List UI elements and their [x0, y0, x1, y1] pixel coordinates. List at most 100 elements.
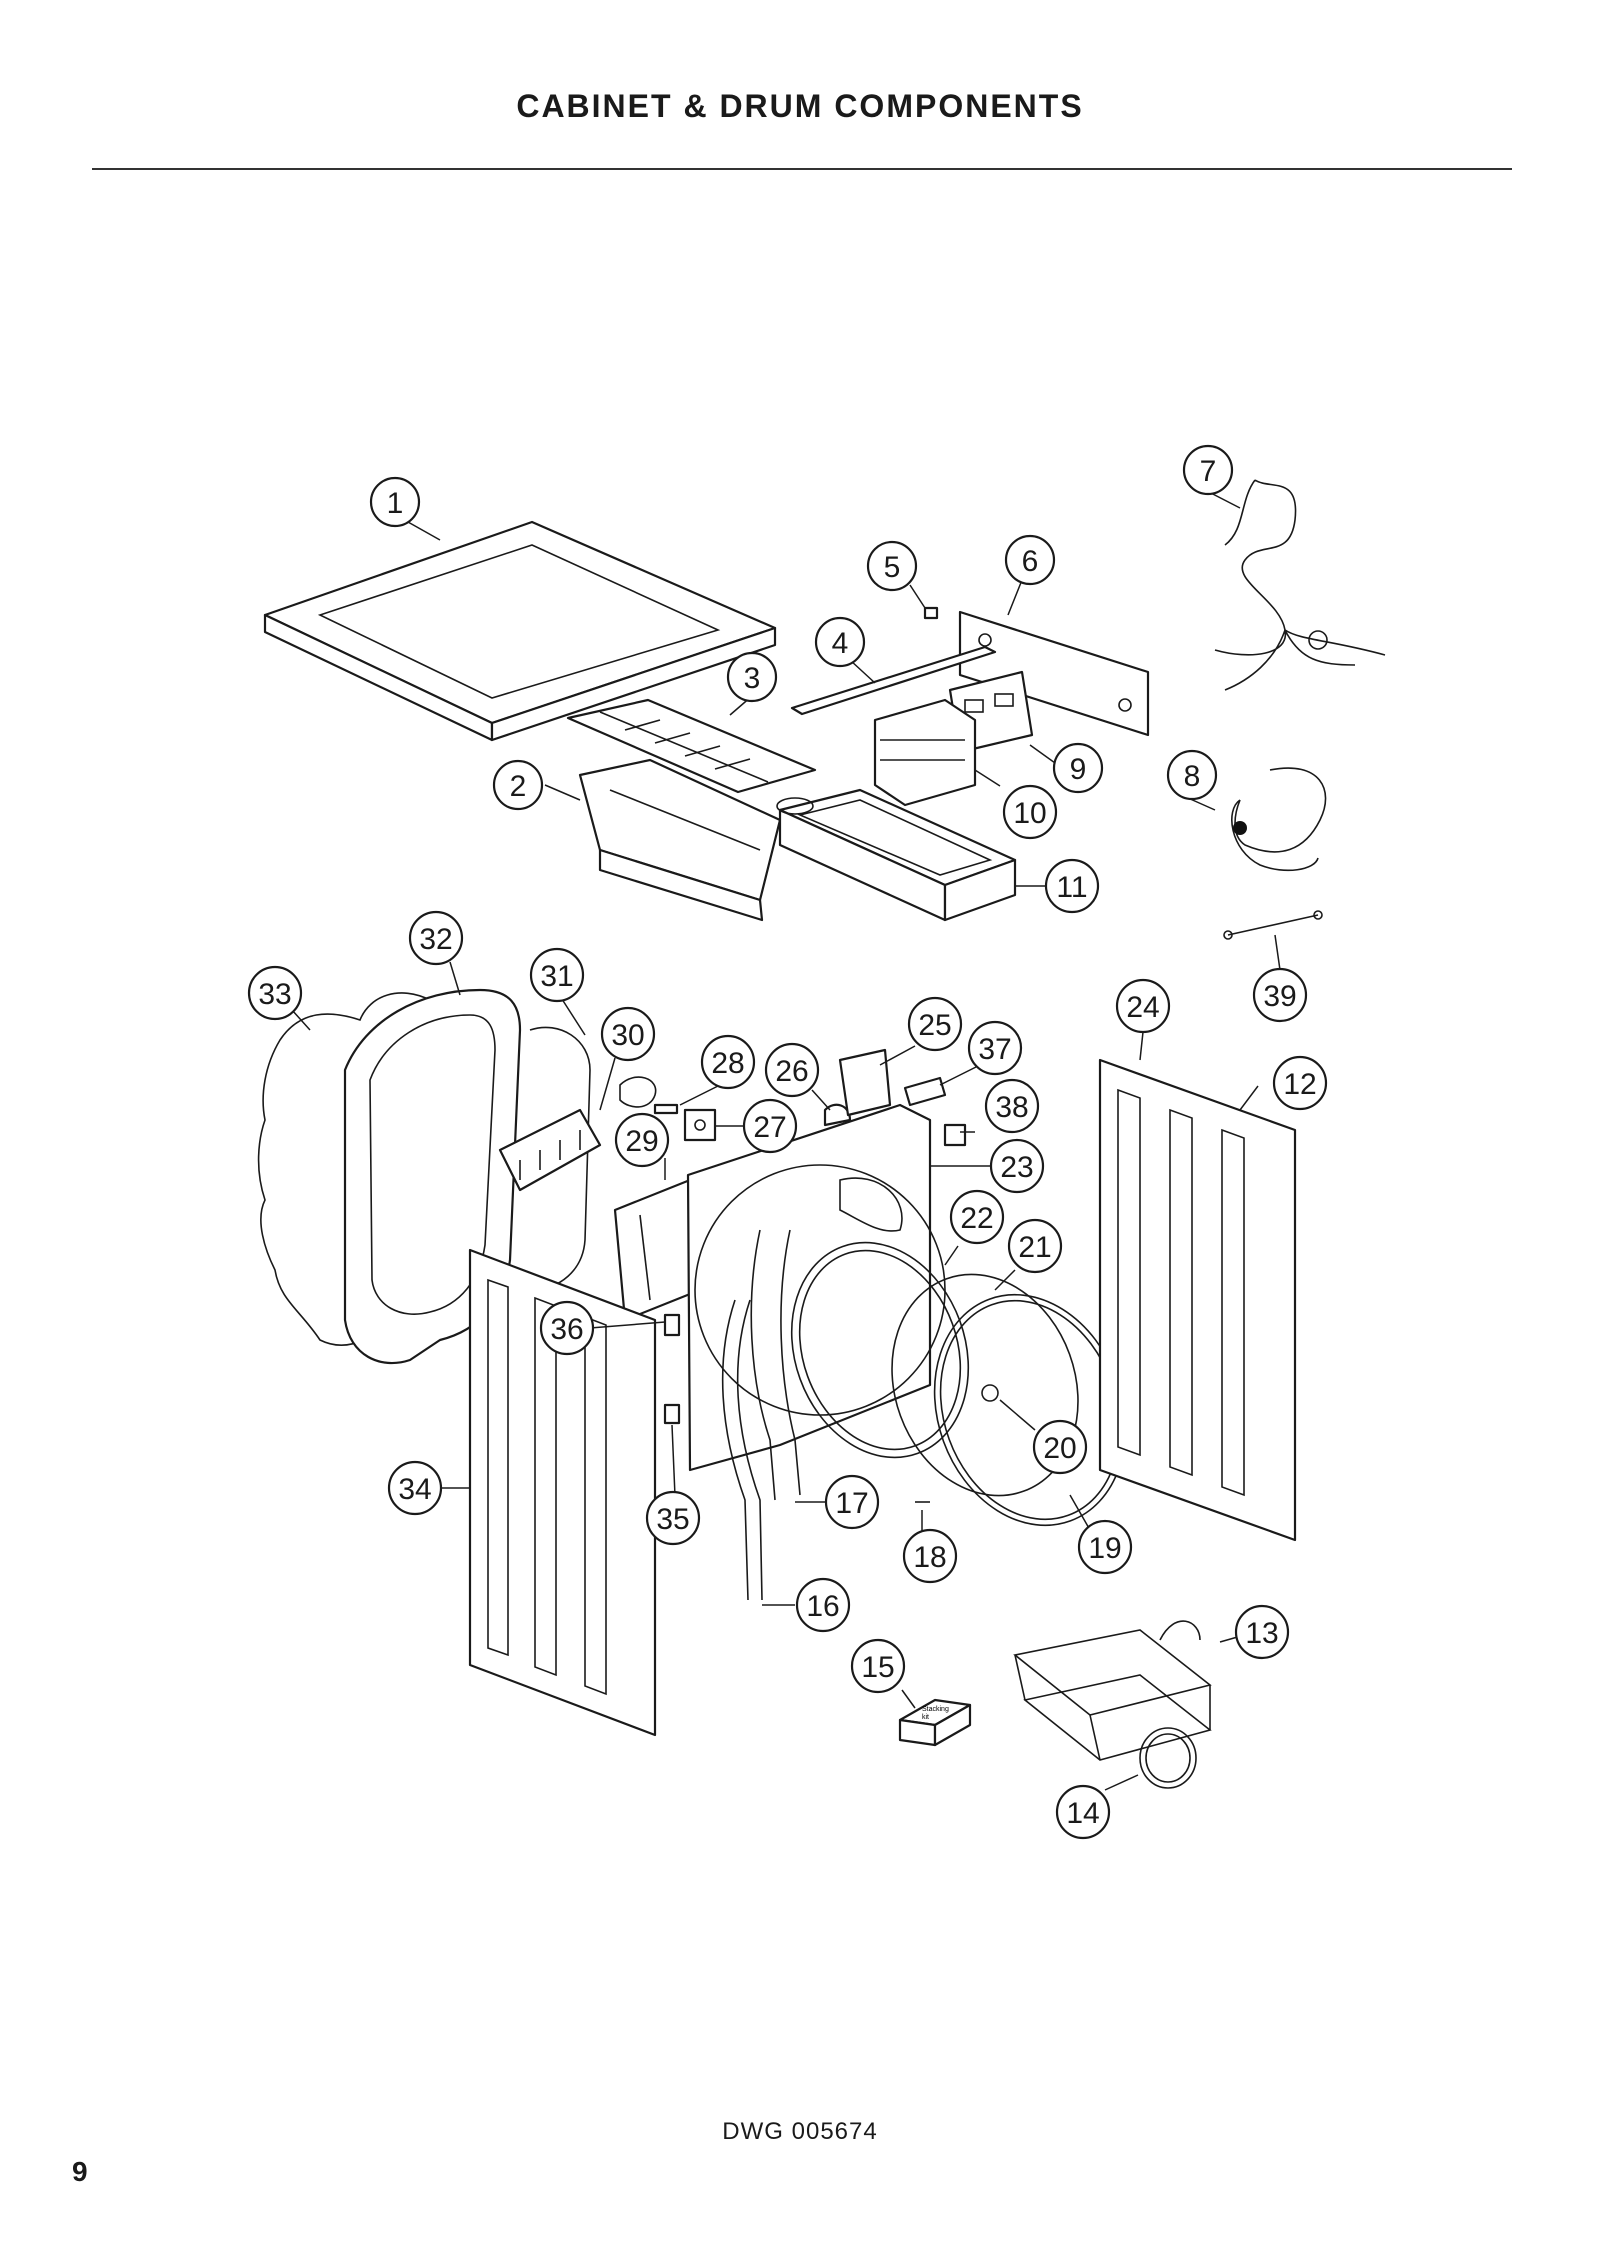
stacking-kit-label-2: kit	[922, 1714, 929, 1721]
callout-6: 6	[1004, 534, 1056, 586]
svg-text:2: 2	[510, 770, 527, 803]
callout-17: 17	[824, 1474, 880, 1530]
callout-36: 36	[539, 1300, 595, 1356]
part-clip	[923, 606, 939, 620]
svg-text:31: 31	[540, 960, 573, 993]
callout-34: 34	[387, 1460, 443, 1516]
part-lower-hinge	[663, 1403, 681, 1425]
callout-3: 3	[726, 651, 778, 703]
page-number: 9	[72, 2156, 88, 2187]
part-base-tray	[578, 758, 782, 922]
callout-15: 15	[850, 1638, 906, 1694]
callout-18: 18	[902, 1528, 958, 1584]
svg-text:28: 28	[711, 1047, 744, 1080]
callout-bubbles: 1 2 3 4 5 6 7 8 9 10 11 12 13 14 15 16 1…	[247, 444, 1328, 1840]
svg-text:14: 14	[1066, 1797, 1099, 1830]
callout-13: 13	[1234, 1604, 1290, 1660]
svg-text:27: 27	[753, 1111, 786, 1144]
callout-33: 33	[247, 965, 303, 1021]
callout-26: 26	[764, 1042, 820, 1098]
svg-text:19: 19	[1088, 1532, 1121, 1565]
svg-text:4: 4	[832, 627, 849, 660]
part-latch	[823, 1103, 852, 1127]
svg-text:26: 26	[775, 1055, 808, 1088]
callout-12: 12	[1272, 1055, 1328, 1111]
callout-37: 37	[967, 1020, 1023, 1076]
callout-30: 30	[600, 1006, 656, 1062]
part-rack-coil	[1139, 1727, 1197, 1789]
svg-text:38: 38	[995, 1091, 1028, 1124]
part-sensor-cable	[1231, 767, 1327, 872]
svg-text:22: 22	[960, 1202, 993, 1235]
svg-text:21: 21	[1018, 1231, 1051, 1264]
part-bearing	[981, 1384, 999, 1402]
part-side-panel-left	[468, 1248, 657, 1737]
part-top-panel	[263, 520, 777, 742]
svg-text:11: 11	[1056, 871, 1087, 904]
callout-28: 28	[700, 1034, 756, 1090]
drawing-number: DWG 005674	[722, 2118, 878, 2145]
svg-text:16: 16	[806, 1590, 839, 1623]
svg-text:36: 36	[550, 1313, 583, 1346]
callout-5: 5	[866, 540, 918, 592]
svg-text:7: 7	[1200, 455, 1217, 488]
callout-7: 7	[1182, 444, 1234, 496]
svg-text:25: 25	[918, 1009, 951, 1042]
title-divider	[92, 168, 1512, 170]
svg-text:18: 18	[913, 1541, 946, 1574]
part-cover	[838, 1048, 892, 1117]
callout-20: 20	[1032, 1419, 1088, 1475]
part-air-duct	[613, 1178, 702, 1322]
part-short-cable	[1223, 910, 1323, 940]
callout-11: 11	[1044, 858, 1100, 914]
part-bracket-plate	[683, 1108, 717, 1142]
callout-25: 25	[907, 996, 963, 1052]
svg-text:8: 8	[1184, 760, 1201, 793]
callout-14: 14	[1055, 1784, 1111, 1840]
part-hoses	[721, 1229, 801, 1601]
part-condenser-tray	[776, 788, 1017, 922]
callout-29: 29	[614, 1112, 670, 1168]
callout-24: 24	[1115, 978, 1171, 1034]
svg-text:17: 17	[835, 1487, 868, 1520]
stacking-kit-label-1: Stacking	[922, 1706, 949, 1713]
callout-38: 38	[984, 1078, 1040, 1134]
svg-text:33: 33	[258, 978, 291, 1011]
part-filter-housing	[566, 698, 817, 794]
svg-text:35: 35	[656, 1503, 689, 1536]
svg-text:12: 12	[1283, 1068, 1316, 1101]
svg-text:39: 39	[1263, 980, 1296, 1013]
callout-19: 19	[1077, 1519, 1133, 1575]
svg-text:1: 1	[387, 487, 404, 520]
svg-text:10: 10	[1013, 797, 1046, 830]
svg-text:37: 37	[978, 1033, 1011, 1066]
part-switch	[943, 1123, 967, 1147]
callout-9: 9	[1052, 742, 1104, 794]
svg-text:34: 34	[398, 1473, 431, 1506]
svg-text:15: 15	[861, 1651, 894, 1684]
part-side-panel-right	[1098, 1058, 1297, 1542]
callout-1: 1	[369, 476, 421, 528]
callout-22: 22	[949, 1189, 1005, 1245]
part-stacking-kit: Stacking kit	[898, 1698, 972, 1747]
callout-31: 31	[529, 947, 585, 1003]
svg-text:29: 29	[625, 1125, 658, 1158]
svg-text:5: 5	[884, 551, 901, 584]
part-connector	[903, 1076, 947, 1107]
svg-text:20: 20	[1043, 1432, 1076, 1465]
svg-text:9: 9	[1070, 753, 1087, 786]
part-spring	[653, 1103, 679, 1115]
svg-text:30: 30	[611, 1019, 644, 1052]
callout-10: 10	[1002, 784, 1058, 840]
callout-leaders	[291, 489, 1281, 1791]
callout-16: 16	[795, 1577, 851, 1633]
callout-23: 23	[989, 1138, 1045, 1194]
svg-text:6: 6	[1022, 545, 1039, 578]
svg-text:13: 13	[1245, 1617, 1278, 1650]
page-title: CABINET & DRUM COMPONENTS	[516, 88, 1084, 124]
callout-35: 35	[645, 1490, 701, 1546]
svg-text:23: 23	[1000, 1151, 1033, 1184]
callout-32: 32	[408, 910, 464, 966]
part-hinge	[663, 1313, 681, 1337]
